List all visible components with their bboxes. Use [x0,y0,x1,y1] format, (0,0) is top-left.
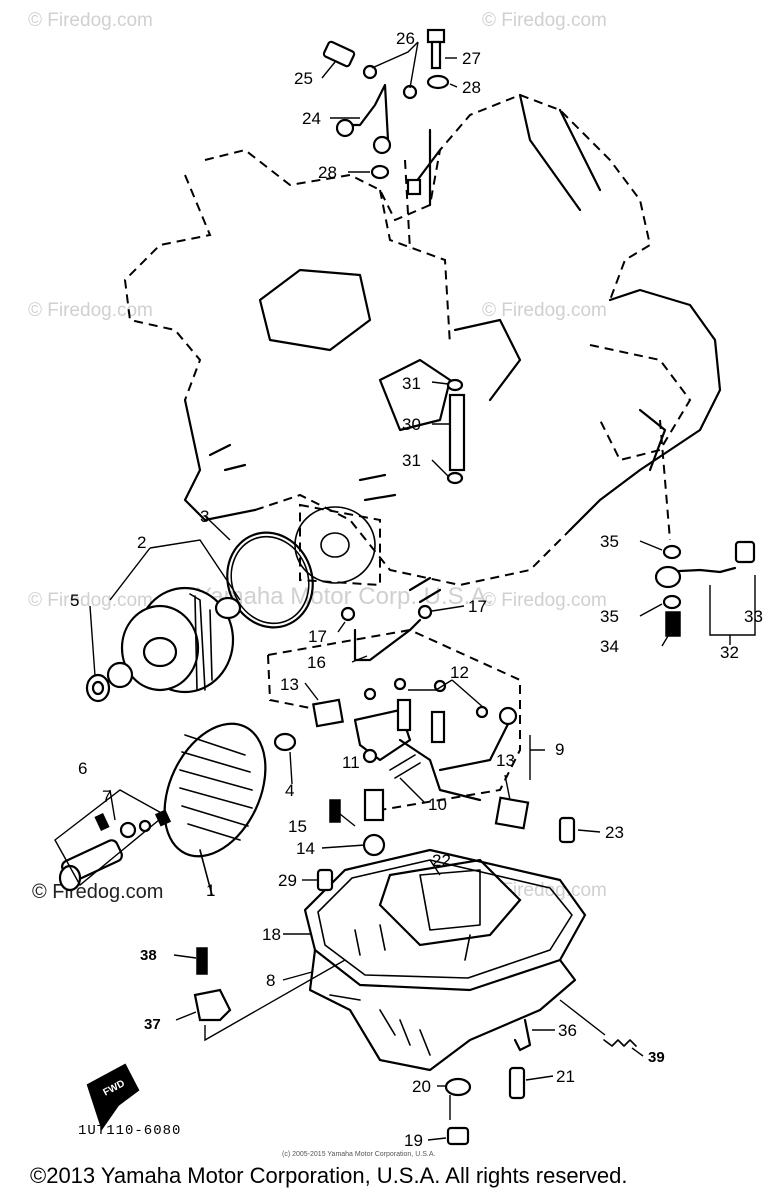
callout: 38 [140,947,157,964]
callout: 22 [432,851,451,870]
callout: 35 [600,532,619,551]
spring [603,1039,637,1047]
callout-leaders [89,41,669,1141]
bolt [196,947,208,975]
callout: 36 [558,1021,577,1040]
diagram-code: 1UT110-6080 [78,1123,181,1139]
watermark: © Firedog.com [32,881,163,903]
callout: 23 [605,823,624,842]
gasket [444,1077,472,1097]
callout: 16 [307,653,326,672]
oil-strainer-group [267,628,545,857]
callout: 21 [556,1067,575,1086]
watermark: © Firedog.com [482,590,607,611]
callout: 17 [468,597,487,616]
callout: 32 [720,643,739,662]
oil-level-switch-group [654,540,756,645]
callout-numbers: 25 26 27 28 24 28 31 30 31 3 2 5 35 35 3… [70,29,763,1150]
forward-direction-marker: FWD [86,1063,140,1131]
callout: 14 [296,839,315,858]
watermark: © Firedog.com [482,10,607,31]
callout: 12 [450,663,469,682]
callout: 9 [555,740,564,759]
callout: 8 [266,971,275,990]
callout: 1 [206,881,215,900]
drain-bolt [508,1066,526,1100]
watermark: © Firedog.com [28,590,153,611]
callout: 28 [318,163,337,182]
callout: 3 [200,507,209,526]
watermark: © Firedog.com [28,10,153,31]
callout: 39 [648,1049,665,1066]
callout: 11 [342,753,360,772]
callout: 19 [404,1131,423,1150]
copyright-notice: ©2013 Yamaha Motor Corporation, U.S.A. A… [30,1163,628,1188]
callout: 29 [278,871,297,890]
callout: 37 [144,1016,161,1033]
oil-pipe [446,378,466,485]
callout: 5 [70,591,79,610]
callout: 17 [308,627,327,646]
callout: 24 [302,109,321,128]
callout: 28 [462,78,481,97]
callout: 33 [744,607,763,626]
o-ring [226,531,314,629]
oil-cooler [85,586,242,703]
callout: 25 [294,69,313,88]
small-credit: (c) 2005-2015 Yamaha Motor Corporation, … [282,1151,435,1158]
dowel-pin [316,868,334,892]
oil-pan-plate [193,988,232,1022]
callout: 10 [428,795,447,814]
callout: 31 [402,374,421,393]
callout: 34 [600,637,619,656]
callout: 6 [78,759,87,778]
screw [329,799,341,823]
watermark: Yamaha Motor Corp. U.S.A. [196,583,493,610]
callout: 30 [402,415,421,434]
oil-hose [340,604,433,662]
callout: 7 [102,787,111,806]
callout: 27 [462,49,481,68]
engine-crankcase-outline [123,93,722,604]
callout: 13 [496,751,515,770]
oil-pan-bracket [513,1018,532,1052]
callout: 31 [402,451,421,470]
drain-bolt-group [54,789,172,892]
callout: 4 [285,781,294,800]
callout: 15 [288,817,307,836]
callout: 20 [412,1077,431,1096]
oil-delivery-pipe-assembly [322,28,450,196]
watermark: © Firedog.com [482,300,607,321]
drain-plug [446,1126,470,1146]
callout: 18 [262,925,281,944]
oil-filter-cover [163,722,297,896]
bolt [558,816,576,844]
oil-strainer [378,858,522,947]
callout: 35 [600,607,619,626]
watermark: © Firedog.com [28,300,153,321]
callout: 13 [280,675,299,694]
callout: 26 [396,29,415,48]
callout: 2 [137,533,146,552]
